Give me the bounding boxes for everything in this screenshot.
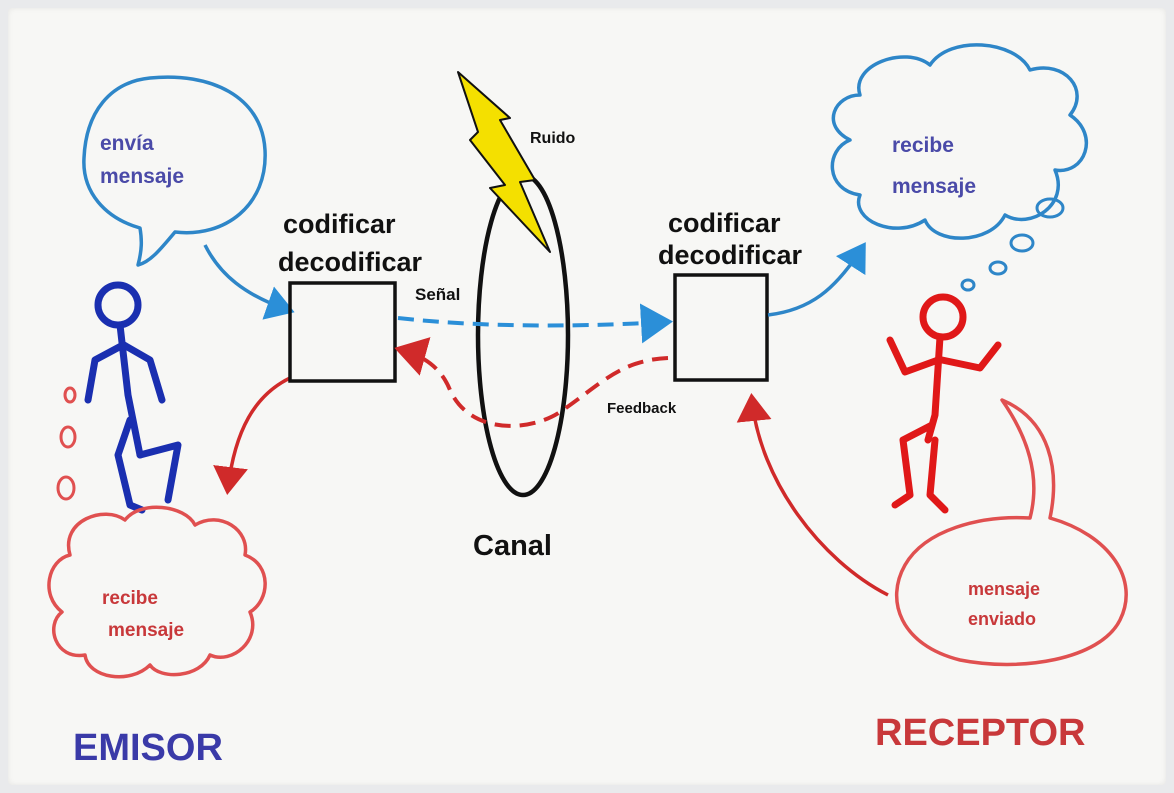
arrow-receiver-to-decoder (736, 393, 889, 597)
sender-thought-bubble: envía mensaje (82, 75, 267, 267)
sender-label: EMISOR (73, 727, 223, 769)
sender-thought-line-2: mensaje (100, 165, 184, 188)
sender-leg-left (114, 416, 146, 514)
receiver-thought-line-1: recibe (892, 134, 954, 157)
channel-label: Canal (473, 530, 552, 562)
encoder-left-line-2: decodificar (278, 247, 423, 277)
sender-arm-left (84, 341, 127, 404)
receiver-thought-line-2: mensaje (892, 175, 976, 198)
sender-received-line-2: mensaje (108, 620, 184, 641)
receiver-head (919, 293, 967, 341)
sender-leg-right (136, 441, 182, 504)
sender-thought-dots (56, 386, 77, 501)
encoder-left-line-1: codificar (283, 209, 396, 239)
receiver-arm-left (886, 336, 942, 376)
sender-received-cloud: recibe mensaje (47, 505, 267, 679)
encoder-right-box (673, 273, 769, 382)
signal-arrow (397, 303, 673, 344)
encoder-right-line-2: decodificar (658, 240, 803, 270)
receiver-figure (886, 293, 1002, 514)
arrow-decoder-to-receiver (767, 242, 866, 317)
receiver-arm-right (938, 341, 1002, 372)
noise-label: Ruido (530, 130, 576, 147)
sender-thought-line-1: envía (100, 132, 154, 155)
receiver-label: RECEPTOR (875, 712, 1085, 754)
encoder-left-box (288, 281, 397, 383)
lightning-bolt-icon (457, 71, 551, 253)
sender-arm-right (120, 341, 166, 404)
receiver-speech-bubble: mensaje enviado (895, 398, 1128, 667)
receiver-leg-right (926, 436, 949, 514)
signal-label: Señal (415, 285, 460, 304)
encoder-right-line-1: codificar (668, 208, 781, 238)
sender-received-line-1: recibe (102, 588, 158, 609)
arrow-sender-to-encoder (203, 244, 295, 320)
receiver-speech-line-2: enviado (968, 609, 1036, 629)
receiver-leg-left (891, 421, 936, 509)
paper-background (8, 8, 1166, 785)
feedback-arrow (394, 337, 669, 428)
feedback-label: Feedback (607, 400, 677, 417)
sender-head (94, 281, 142, 329)
arrow-encoder-to-sender (213, 376, 291, 495)
sender-figure (84, 281, 182, 514)
receiver-speech-line-1: mensaje (968, 579, 1040, 599)
receiver-thought-cloud: recibe mensaje (830, 43, 1089, 240)
receiver-thought-dots (960, 197, 1065, 292)
